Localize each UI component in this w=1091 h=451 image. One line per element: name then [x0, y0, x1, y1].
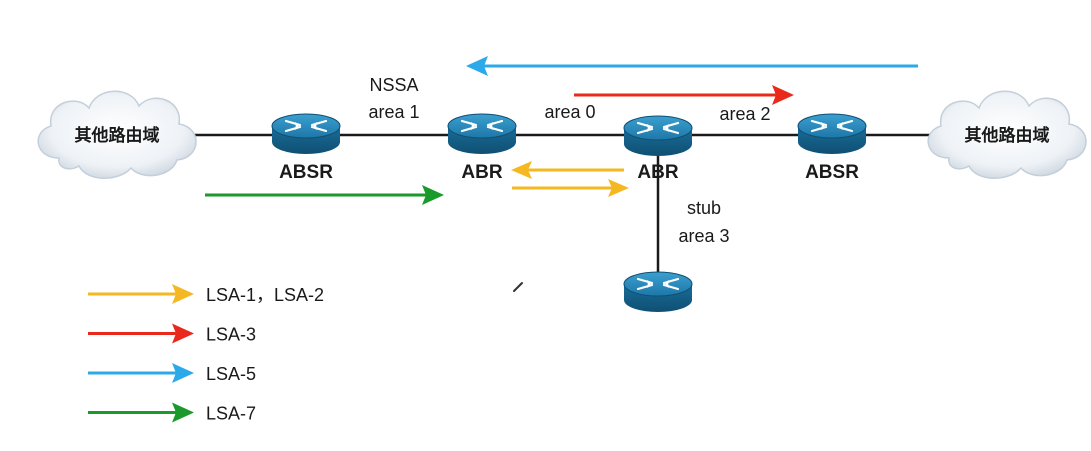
cloud-left-label: 其他路由域: [75, 125, 160, 145]
legend-label: LSA-1，LSA-2: [206, 285, 324, 305]
lsa12-arrow-right: [512, 179, 629, 197]
cloud-right: 其他路由域: [927, 90, 1087, 180]
cursor-icon: [513, 282, 523, 292]
nssa-title: NSSA: [369, 75, 418, 95]
stub-title: stub: [687, 198, 721, 218]
nssa-area-label: area 1: [368, 102, 419, 122]
legend-item: LSA-3: [88, 323, 256, 345]
lsa12-arrow-left: [511, 161, 624, 179]
router-icon: [622, 114, 694, 158]
legend-item: LSA-7: [88, 402, 256, 424]
lsa7-arrow: [205, 185, 444, 205]
router-icon: [270, 112, 342, 156]
arrow-icon: [172, 284, 194, 304]
router-abr-area0: ABR: [622, 114, 694, 183]
router-absr-right-label: ABSR: [805, 162, 859, 183]
legend-label: LSA-3: [206, 325, 256, 345]
area2-label: area 2: [719, 104, 770, 124]
router-abr-area1: ABR: [446, 112, 518, 183]
arrow-icon: [172, 402, 194, 423]
router-abr-area0-label: ABR: [637, 162, 678, 183]
cloud-left: 其他路由域: [37, 90, 197, 180]
arrow-icon: [172, 323, 194, 344]
router-icon: [446, 112, 518, 156]
legend-item: LSA-1，LSA-2: [88, 284, 324, 305]
router-abr-area1-label: ABR: [461, 162, 502, 183]
lsa5-arrow: [466, 56, 918, 76]
router-absr-left: ABSR: [270, 112, 342, 183]
arrow-icon: [172, 363, 194, 383]
router-stub: [622, 270, 694, 314]
router-absr-left-label: ABSR: [279, 162, 333, 183]
stub-area-label: area 3: [678, 226, 729, 246]
cloud-right-label: 其他路由域: [965, 125, 1050, 145]
lsa3-arrow: [574, 85, 794, 105]
area0-label: area 0: [544, 102, 595, 122]
legend-item: LSA-5: [88, 363, 256, 384]
legend-label: LSA-5: [206, 364, 256, 384]
router-icon: [796, 112, 868, 156]
legend-label: LSA-7: [206, 404, 256, 424]
router-absr-right: ABSR: [796, 112, 868, 183]
router-icon: [622, 270, 694, 314]
